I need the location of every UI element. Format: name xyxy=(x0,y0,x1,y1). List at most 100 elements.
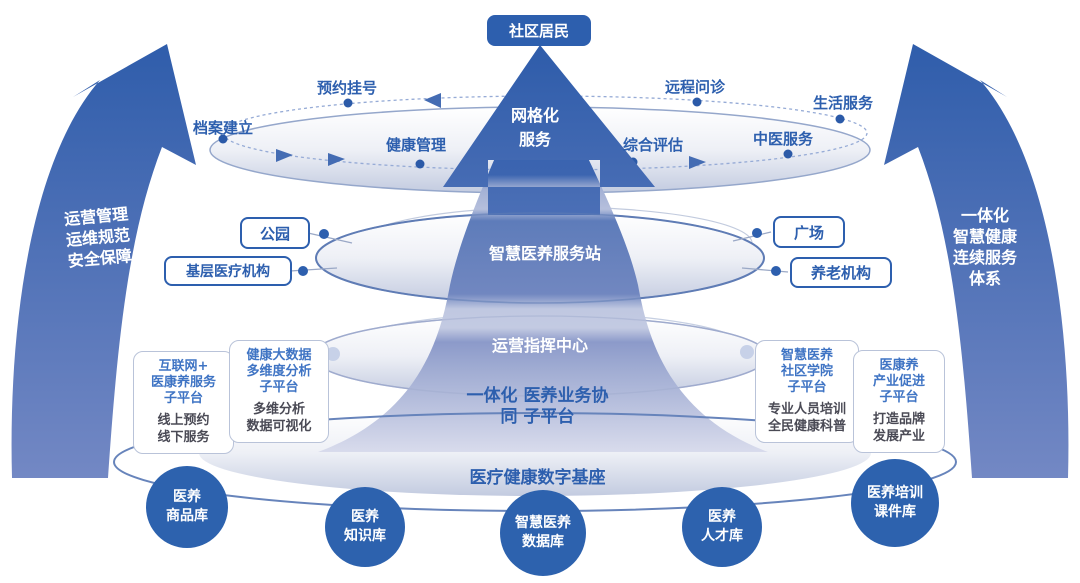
body-line: 多维分析 xyxy=(252,402,305,417)
smart-data-database-circle: 智慧医养 数据库 xyxy=(500,490,586,576)
community-college-platform-card: 智慧医养 社区学院 子平台 专业人员培训 全民健康科普 xyxy=(755,340,859,443)
platform-title: 医康养 产业促进 子平台 xyxy=(857,358,941,406)
title-line: 子平台 xyxy=(163,391,203,406)
flow-dot xyxy=(692,97,702,107)
platform-title: 健康大数据 多维度分析 子平台 xyxy=(233,348,325,396)
platform-body: 专业人员培训 全民健康科普 xyxy=(759,401,855,435)
grid-service-line1: 网格化 xyxy=(510,106,559,125)
body-line: 全民健康科普 xyxy=(767,419,846,434)
db-line: 人才库 xyxy=(701,528,743,544)
left-arrow-text: 运营管理 运维规范 安全保障 xyxy=(41,201,154,273)
flow-arrow-icon xyxy=(276,149,293,162)
flow-dot xyxy=(343,98,353,108)
industry-promotion-platform-card: 医康养 产业促进 子平台 打造品牌 发展产业 xyxy=(853,350,945,453)
command-center-label: 运营指挥中心 xyxy=(491,336,588,355)
faint-dot xyxy=(740,345,754,359)
left-up-arrow-icon xyxy=(11,44,196,478)
faint-dot xyxy=(326,347,340,361)
flow-dot xyxy=(415,159,425,169)
db-line: 医养 xyxy=(708,509,736,525)
eldercare-institution-box: 养老机构 xyxy=(790,257,892,288)
flow-dot xyxy=(783,149,793,159)
loop-label-life-service: 生活服务 xyxy=(813,94,874,112)
park-box: 公园 xyxy=(240,217,310,249)
body-line: 发展产业 xyxy=(872,429,925,444)
pyramid-up-arrow xyxy=(443,45,655,215)
title-line: 健康大数据 xyxy=(246,348,312,363)
db-line: 医养 xyxy=(173,489,201,505)
body-line: 专业人员培训 xyxy=(767,402,846,417)
title-line: 子平台 xyxy=(787,380,827,395)
title-line: 智慧医养 xyxy=(780,348,833,363)
knowledge-database-circle: 医养 知识库 xyxy=(325,487,405,567)
loop-label-assessment: 综合评估 xyxy=(623,136,684,154)
connector-dot xyxy=(298,266,308,276)
connector-dot xyxy=(319,229,329,239)
grid-service-label: 网格化 服务 xyxy=(480,104,590,152)
right-arrow-line: 连续服务 xyxy=(952,248,1017,267)
db-line: 商品库 xyxy=(166,508,208,524)
title-line: 医康养服务 xyxy=(150,375,216,390)
loop-label-tcm-service: 中医服务 xyxy=(753,130,814,148)
title-line: 产业促进 xyxy=(872,374,925,389)
loop-label-archive: 档案建立 xyxy=(193,119,254,137)
collab-platform-label: 一体化 医养业务协同 子平台 xyxy=(460,386,615,428)
flow-dot xyxy=(218,134,228,144)
collab-line2: 医养业务协同 xyxy=(500,386,609,427)
community-residents-box: 社区居民 xyxy=(487,15,591,46)
title-line: 医康养 xyxy=(879,358,919,373)
flow-arrow-icon xyxy=(424,93,441,108)
db-line: 医养培训 xyxy=(867,485,923,501)
loop-label-health-management: 健康管理 xyxy=(386,136,447,154)
flow-arrow-icon xyxy=(328,153,345,166)
right-arrow-line: 智慧健康 xyxy=(952,227,1017,246)
loop-label-appointment: 预约挂号 xyxy=(317,79,378,97)
body-line: 线上预约 xyxy=(157,413,210,428)
db-line: 知识库 xyxy=(344,528,386,544)
right-arrow-text: 一体化 智慧健康 连续服务 体系 xyxy=(933,205,1037,289)
flow-dot xyxy=(835,114,845,124)
title-line: 社区学院 xyxy=(780,364,833,379)
digital-base-label: 医疗健康数字基座 xyxy=(469,468,606,488)
primary-medical-box: 基层医疗机构 xyxy=(164,256,292,286)
title-line: 互联网+ xyxy=(158,359,209,374)
talent-database-circle: 医养 人才库 xyxy=(682,487,762,567)
square-box: 广场 xyxy=(773,216,845,248)
platform-body: 多维分析 数据可视化 xyxy=(233,401,325,435)
platform-body: 打造品牌 发展产业 xyxy=(857,411,941,445)
connector-dot xyxy=(771,266,781,276)
training-courseware-database-circle: 医养培训 课件库 xyxy=(851,459,939,547)
flow-arrow-icon xyxy=(689,156,706,169)
platform-body: 线上预约 线下服务 xyxy=(137,412,230,446)
platform-title: 互联网+ 医康养服务 子平台 xyxy=(137,359,230,407)
connector-line xyxy=(732,231,772,242)
connector-line xyxy=(289,267,338,272)
title-line: 多维度分析 xyxy=(246,364,312,379)
service-station-label: 智慧医养服务站 xyxy=(488,244,601,263)
body-line: 数据可视化 xyxy=(246,419,312,434)
platform-title: 智慧医养 社区学院 子平台 xyxy=(759,348,855,396)
collab-line3: 子平台 xyxy=(523,407,575,427)
title-line: 子平台 xyxy=(259,380,299,395)
db-line: 智慧医养 xyxy=(515,515,571,531)
central-funnel xyxy=(318,48,768,452)
connector-line xyxy=(307,232,353,244)
grid-service-line2: 服务 xyxy=(518,130,551,149)
collab-line1: 一体化 xyxy=(466,386,518,406)
right-up-arrow-icon xyxy=(884,44,1069,478)
level2-ellipse-front-stroke xyxy=(315,212,765,304)
internet-medical-platform-card: 互联网+ 医康养服务 子平台 线上预约 线下服务 xyxy=(133,351,234,454)
commodity-database-circle: 医养 商品库 xyxy=(146,466,228,548)
title-line: 子平台 xyxy=(879,390,919,405)
db-line: 医养 xyxy=(351,509,379,525)
body-line: 线下服务 xyxy=(157,430,210,445)
right-arrow-line: 一体化 xyxy=(960,206,1009,225)
connector-dot xyxy=(752,228,762,238)
health-bigdata-platform-card: 健康大数据 多维度分析 子平台 多维分析 数据可视化 xyxy=(229,340,329,443)
db-line: 课件库 xyxy=(874,504,916,520)
body-line: 打造品牌 xyxy=(872,412,925,427)
db-line: 数据库 xyxy=(522,534,564,550)
loop-label-remote-consult: 远程问诊 xyxy=(665,78,726,96)
